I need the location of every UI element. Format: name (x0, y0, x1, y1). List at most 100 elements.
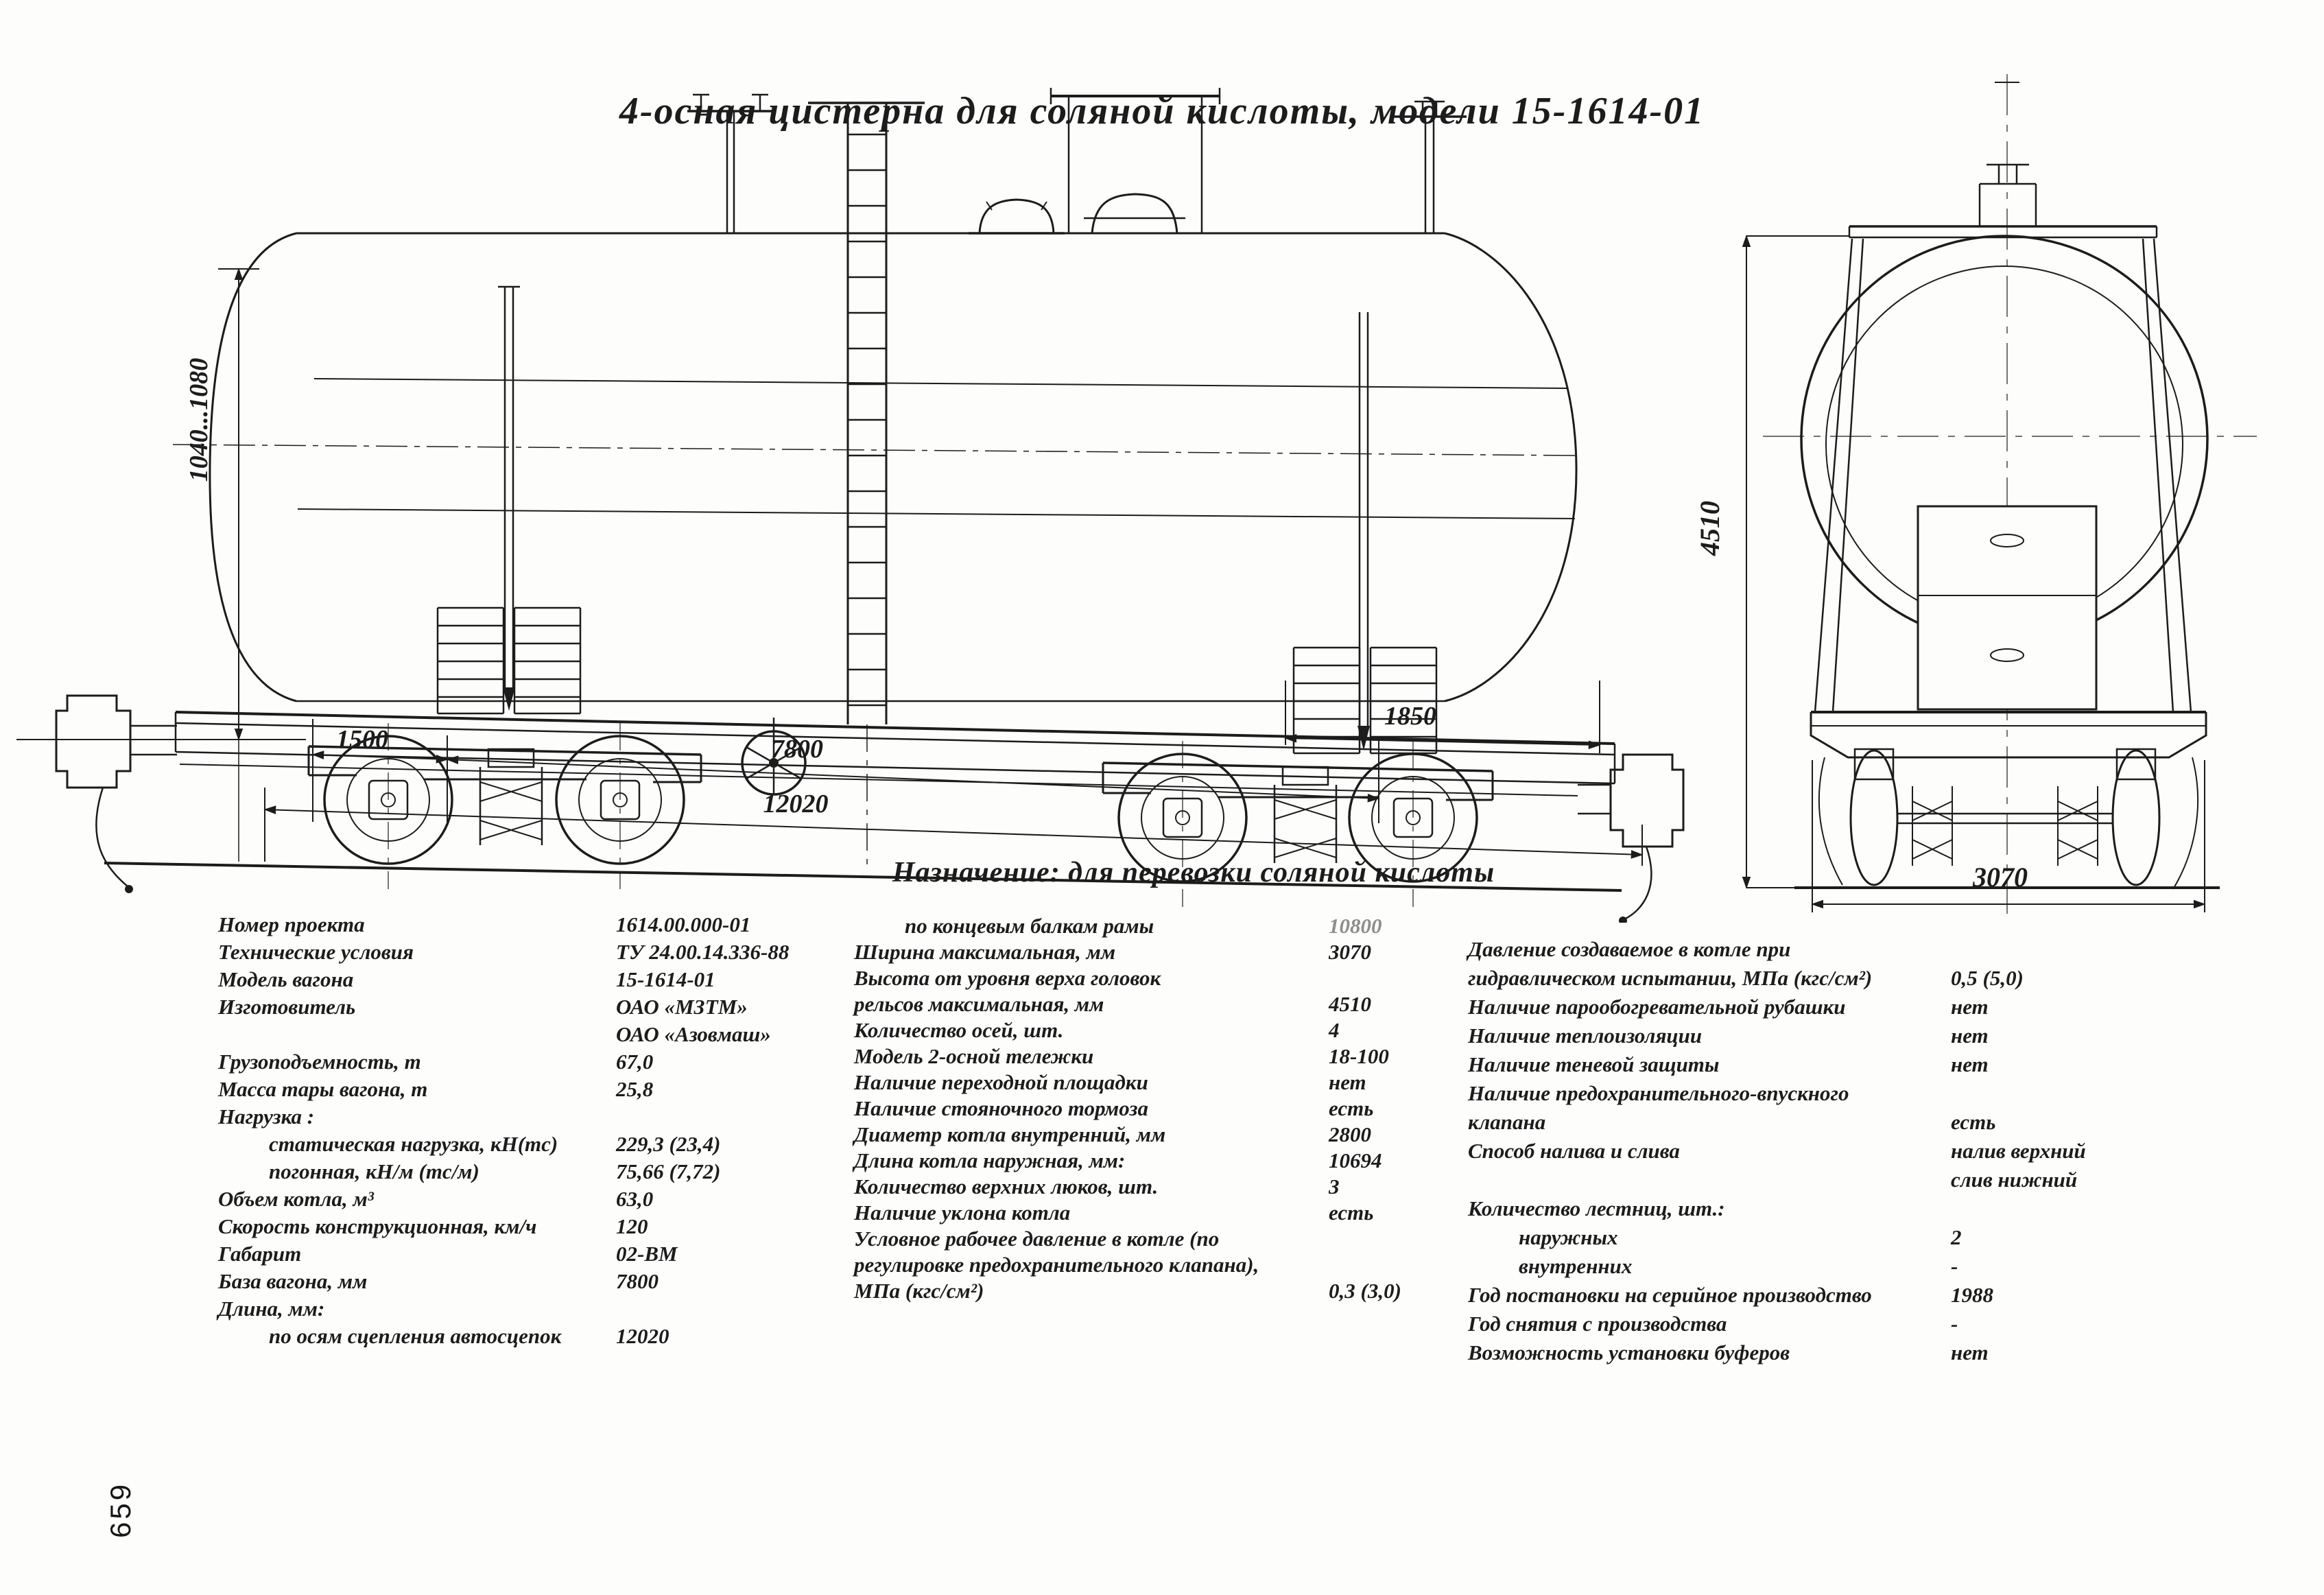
spec-label: Год снятия с производства (1468, 1312, 1727, 1336)
spec-row: внутренних - (1468, 1254, 2154, 1283)
page-number: 659 (104, 1481, 137, 1538)
dim-label-1850: 1850 (1384, 702, 1436, 731)
spec-value: 4510 (1329, 992, 1371, 1016)
spec-value: 12020 (616, 1324, 669, 1348)
technical-drawing: 1040...1080 1500 7800 12020 1850 (16, 74, 2257, 923)
spec-row: Нагрузка : (218, 1104, 856, 1132)
spec-row: Наличие уклона котла есть (854, 1201, 1485, 1227)
spec-label: Наличие парообогревательной рубашки (1468, 995, 1846, 1019)
spec-value: слив нижний (1951, 1168, 2078, 1192)
spec-value: 1988 (1951, 1283, 1993, 1307)
spec-value: - (1951, 1254, 1958, 1278)
spec-label: Длина, мм: (218, 1297, 325, 1321)
spec-label: Масса тары вагона, т (218, 1077, 428, 1101)
spec-row: статическая нагрузка, кН(тс) 229,3 (23,4) (218, 1132, 856, 1159)
spec-value: ТУ 24.00.14.336-88 (616, 940, 790, 964)
spec-value: 0,5 (5,0) (1951, 966, 2024, 990)
spec-row: Давление создаваемое в котле при (1468, 937, 2154, 966)
spec-value: 3070 (1329, 940, 1371, 964)
spec-row: Количество верхних люков, шт.3 (854, 1174, 1485, 1201)
spec-label: Возможность установки буферов (1468, 1340, 1790, 1364)
end-view-dimensions: 4510 3070 (1694, 235, 2206, 912)
spec-row: Количество лестниц, шт.: (1468, 1196, 2154, 1225)
spec-value: 02-ВМ (616, 1242, 678, 1266)
spec-value: 63,0 (616, 1187, 654, 1211)
spec-row: погонная, кН/м (тс/м)75,66 (7,72) (218, 1159, 856, 1187)
spec-row: Диаметр котла внутренний, мм 2800 (854, 1122, 1485, 1148)
spec-value: есть (1951, 1110, 1996, 1134)
spec-label: Модель 2-осной тележки (854, 1044, 1094, 1068)
spec-label: Диаметр котла внутренний, мм (854, 1122, 1166, 1146)
spec-label: погонная, кН/м (тс/м) (269, 1159, 479, 1183)
spec-value: 2800 (1329, 1122, 1371, 1146)
spec-label: внутренних (1519, 1254, 1633, 1278)
spec-row: Наличие предохранительного-впускного (1468, 1081, 2154, 1110)
spec-value: 0,3 (3,0) (1329, 1279, 1401, 1303)
spec-row: Возможность установки буферов нет (1468, 1340, 2154, 1369)
spec-value: есть (1329, 1096, 1374, 1120)
spec-value: ОАО «Азовмаш» (616, 1022, 771, 1046)
spec-value: нет (1951, 1340, 1989, 1364)
spec-label: Номер проекта (218, 912, 365, 936)
spec-label: Ширина максимальная, мм (854, 940, 1116, 964)
spec-value: 7800 (616, 1269, 659, 1293)
spec-label: гидравлическом испытании, МПа (кгс/см²) (1468, 966, 1873, 990)
end-view (1763, 74, 2257, 914)
spec-label: наружных (1519, 1225, 1618, 1249)
spec-label: Количество лестниц, шт.: (1468, 1196, 1725, 1220)
spec-row: Длина, мм: (218, 1297, 856, 1324)
spec-label: регулировке предохранительного клапана), (854, 1253, 1259, 1277)
spec-value: нет (1951, 995, 1989, 1019)
side-view (16, 88, 1685, 923)
spec-label: статическая нагрузка, кН(тс) (269, 1132, 558, 1156)
spec-value: 67,0 (616, 1050, 654, 1074)
spec-value: 229,3 (23,4) (616, 1132, 721, 1156)
spec-row: ОАО «Азовмаш» (218, 1022, 856, 1050)
dim-label-1500: 1500 (336, 725, 388, 754)
spec-value: нет (1951, 1052, 1989, 1076)
spec-row: Год постановки на серийное производство 1… (1468, 1283, 2154, 1312)
spec-row: База вагона, мм 7800 (218, 1269, 856, 1297)
spec-value: 4 (1329, 1018, 1340, 1042)
spec-row: Количество осей, шт.4 (854, 1018, 1485, 1044)
spec-label: Технические условия (218, 940, 414, 964)
spec-label: Условное рабочее давление в котле (по (854, 1227, 1220, 1251)
spec-label: Год постановки на серийное производство (1468, 1283, 1872, 1307)
spec-label: Объем котла, м³ (218, 1187, 374, 1211)
spec-label: Наличие уклона котла (854, 1201, 1071, 1225)
spec-row: Наличие парообогревательной рубашки нет (1468, 995, 2154, 1024)
spec-row: Условное рабочее давление в котле (по (854, 1227, 1485, 1253)
spec-label: Наличие предохранительного-впускного (1468, 1081, 1849, 1105)
spec-label: Способ налива и слива (1468, 1139, 1680, 1163)
dim-label-3070: 3070 (1972, 862, 2028, 893)
spec-label: База вагона, мм (218, 1269, 368, 1293)
spec-row: Технические условия ТУ 24.00.14.336-88 (218, 940, 856, 967)
dim-label-12020: 12020 (763, 790, 829, 818)
spec-row: Год снятия с производства - (1468, 1312, 2154, 1340)
spec-value: 25,8 (616, 1077, 654, 1101)
spec-row: МПа (кгс/см²) 0,3 (3,0) (854, 1279, 1485, 1305)
spec-label: МПа (кгс/см²) (854, 1279, 984, 1303)
spec-value: есть (1329, 1201, 1374, 1225)
spec-label: Нагрузка : (218, 1104, 315, 1129)
spec-value: 120 (616, 1214, 648, 1238)
spec-value: нет (1329, 1070, 1366, 1094)
spec-label: Количество верхних люков, шт. (854, 1174, 1159, 1198)
spec-value: - (1951, 1312, 1958, 1336)
spec-label: рельсов максимальная, мм (854, 992, 1104, 1016)
spec-label: Наличие теплоизоляции (1468, 1024, 1703, 1048)
